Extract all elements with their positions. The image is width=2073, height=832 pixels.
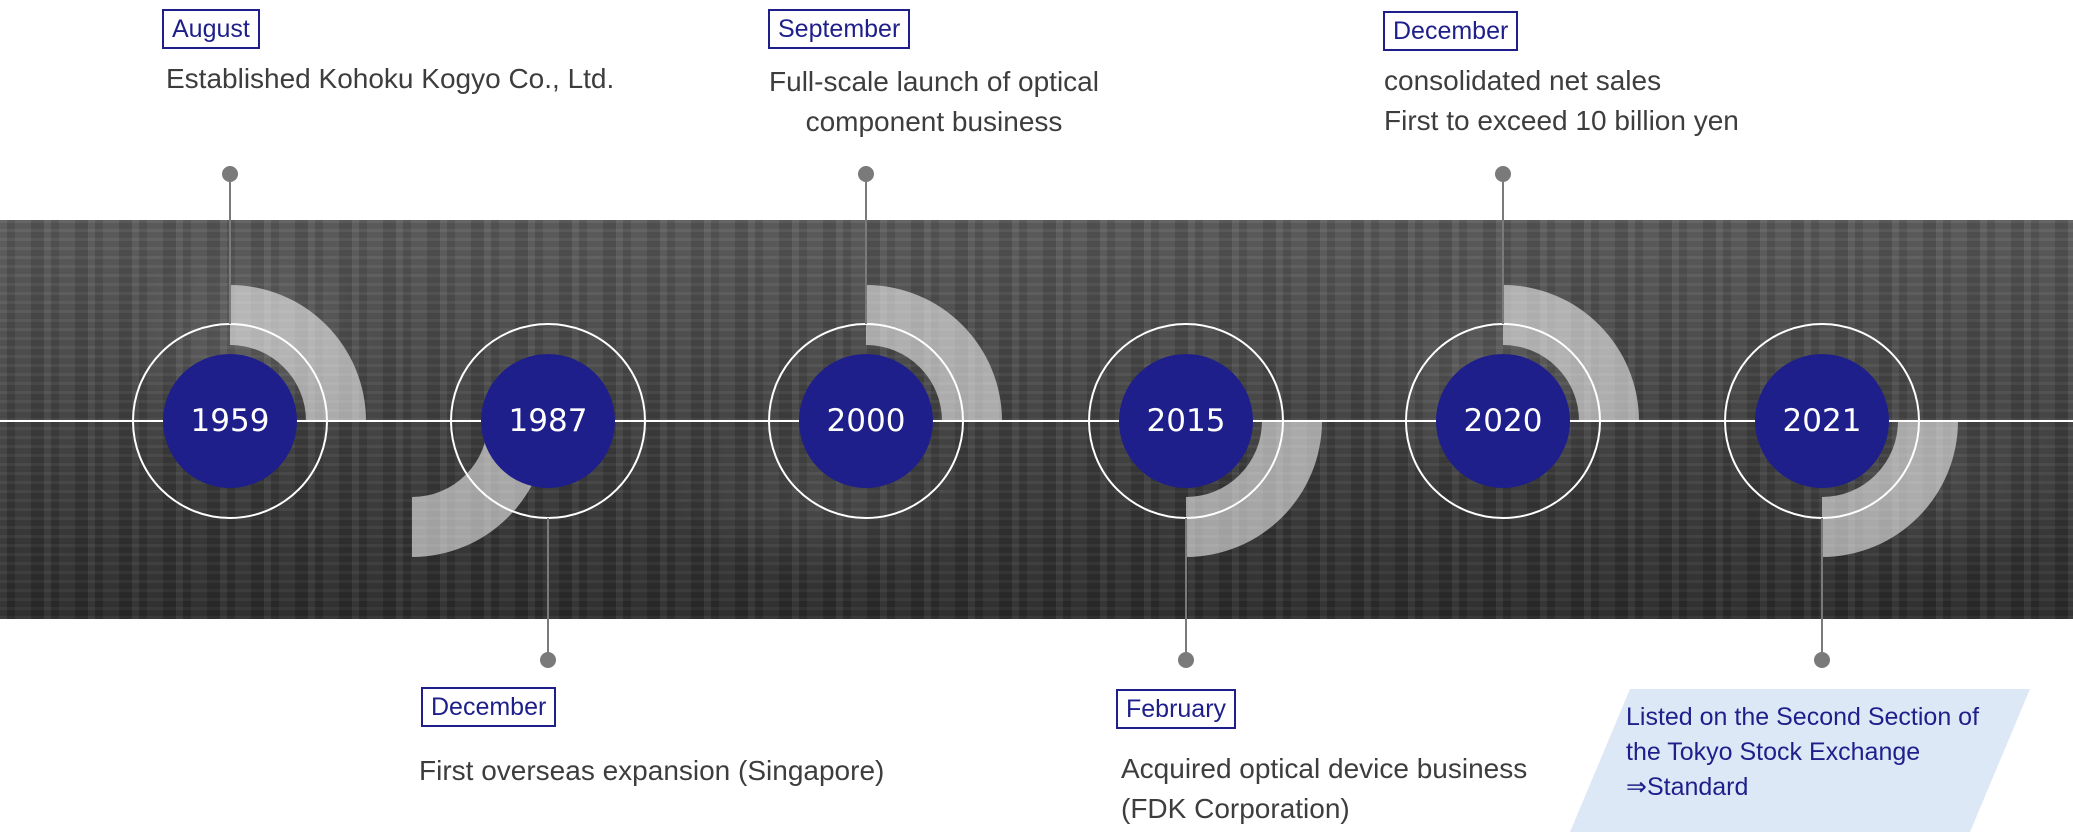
- event-description-line: the Tokyo Stock Exchange: [1626, 738, 1921, 766]
- connector-dot-2000: [858, 166, 874, 182]
- year-circle-2021: 2021: [1755, 354, 1889, 488]
- year-circle-2000: 2000: [799, 354, 933, 488]
- month-badge-1959: August: [162, 9, 260, 49]
- event-description-line: ⇒Standard: [1626, 773, 1749, 801]
- year-circle-1987: 1987: [481, 354, 615, 488]
- month-badge-2015: February: [1116, 689, 1237, 729]
- year-circle-2015: 2015: [1119, 354, 1253, 488]
- event-description-2015: Acquired optical device business (FDK Co…: [1121, 749, 1527, 829]
- month-badge-2000: September: [768, 9, 911, 49]
- month-badge-2020: December: [1383, 11, 1519, 51]
- event-description-1959: Established Kohoku Kogyo Co., Ltd.: [166, 59, 614, 99]
- connector-dot-1987: [540, 652, 556, 668]
- event-description-line: (FDK Corporation): [1121, 793, 1350, 824]
- connector-dot-2020: [1495, 166, 1511, 182]
- event-description-2020: consolidated net sales First to exceed 1…: [1384, 61, 1739, 141]
- cityscape-background-band: [0, 220, 2073, 619]
- event-description-2021: Listed on the Second Section of the Toky…: [1626, 700, 1979, 805]
- year-circle-2020: 2020: [1436, 354, 1570, 488]
- event-description-line: consolidated net sales: [1384, 65, 1662, 96]
- event-description-line: Full-scale launch of optical: [769, 66, 1099, 97]
- event-description-line: Established Kohoku Kogyo Co., Ltd.: [166, 63, 615, 94]
- highlight-panel-2021: [1570, 689, 2030, 832]
- connector-dot-2015: [1178, 652, 1194, 668]
- event-description-line: Listed on the Second Section of: [1626, 703, 1980, 731]
- month-badge-1987: December: [421, 687, 557, 727]
- event-description-2000: Full-scale launch of optical component b…: [754, 62, 1114, 142]
- event-description-line: component business: [805, 106, 1063, 137]
- connector-dot-2021: [1814, 652, 1830, 668]
- connector-dot-1959: [222, 166, 238, 182]
- event-description-1987: First overseas expansion (Singapore): [419, 751, 884, 791]
- event-description-line: First to exceed 10 billion yen: [1384, 105, 1739, 136]
- event-description-line: Acquired optical device business: [1121, 753, 1528, 784]
- event-description-line: First overseas expansion (Singapore): [419, 755, 885, 786]
- year-circle-1959: 1959: [163, 354, 297, 488]
